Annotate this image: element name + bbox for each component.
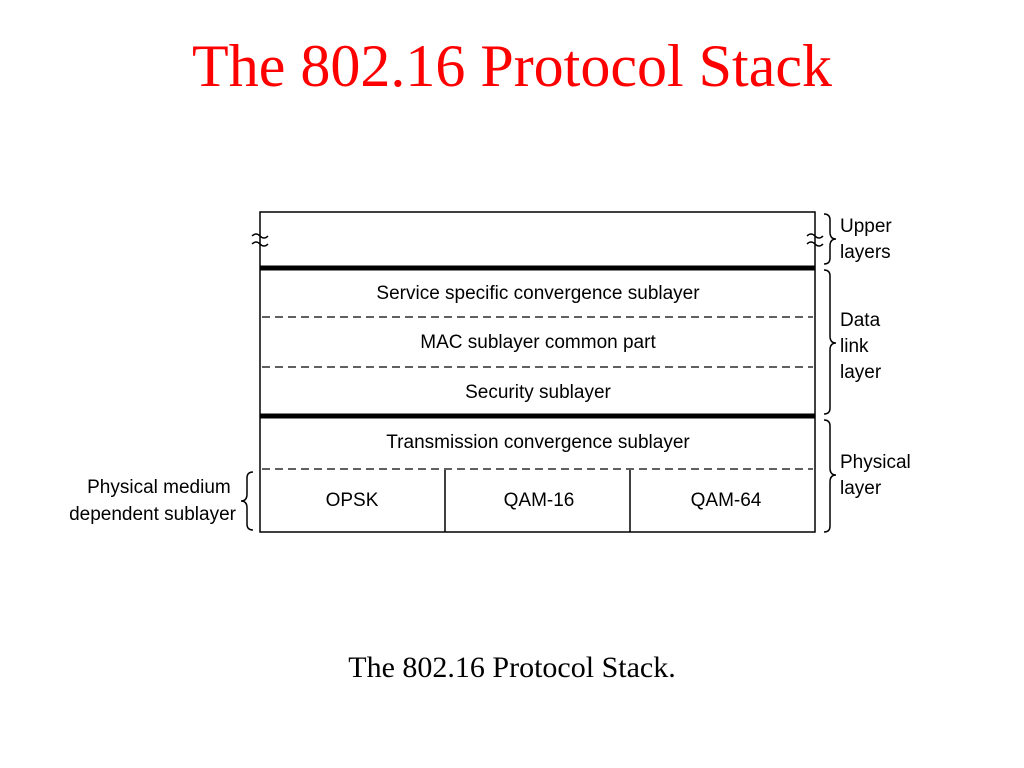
service-specific-sublayer-label: Service specific convergence sublayer bbox=[376, 283, 700, 304]
break-mark-right-icon bbox=[806, 233, 824, 247]
pmd-label-line-1: Physical medium bbox=[87, 477, 231, 498]
data-link-layer-label: Data link layer bbox=[840, 310, 885, 383]
slide-title: The 802.16 Protocol Stack bbox=[192, 33, 832, 99]
physical-layer-label-line-1: Physical bbox=[840, 452, 911, 473]
figure-caption: The 802.16 Protocol Stack. bbox=[348, 651, 676, 684]
pmd-cell-opsk: OPSK bbox=[326, 490, 379, 511]
security-sublayer-label: Security sublayer bbox=[465, 382, 611, 403]
break-mark-left-icon bbox=[251, 233, 269, 247]
upper-layers-brace-icon bbox=[823, 213, 837, 265]
data-link-label-line-1: Data bbox=[840, 310, 881, 331]
pmd-sublayer-label: Physical medium dependent sublayer bbox=[69, 477, 237, 525]
stack-outer-box bbox=[259, 211, 816, 533]
upper-layers-label-line-2: layers bbox=[840, 242, 891, 263]
physical-layer-label: Physical layer bbox=[840, 452, 916, 499]
pmd-brace-icon bbox=[240, 471, 254, 531]
pmd-label-line-2: dependent sublayer bbox=[69, 504, 237, 525]
physical-layer-brace-icon bbox=[823, 419, 837, 533]
data-link-label-line-3: layer bbox=[840, 362, 882, 383]
upper-layers-label: Upper layers bbox=[840, 216, 897, 263]
pmd-cell-qam16: QAM-16 bbox=[504, 490, 575, 511]
mac-common-part-label: MAC sublayer common part bbox=[420, 332, 656, 353]
transmission-convergence-label: Transmission convergence sublayer bbox=[386, 432, 690, 453]
data-link-brace-icon bbox=[823, 269, 837, 415]
pmd-cell-qam64: QAM-64 bbox=[691, 490, 762, 511]
physical-layer-label-line-2: layer bbox=[840, 478, 882, 499]
data-link-label-line-2: link bbox=[840, 336, 869, 357]
upper-layers-label-line-1: Upper bbox=[840, 216, 892, 237]
